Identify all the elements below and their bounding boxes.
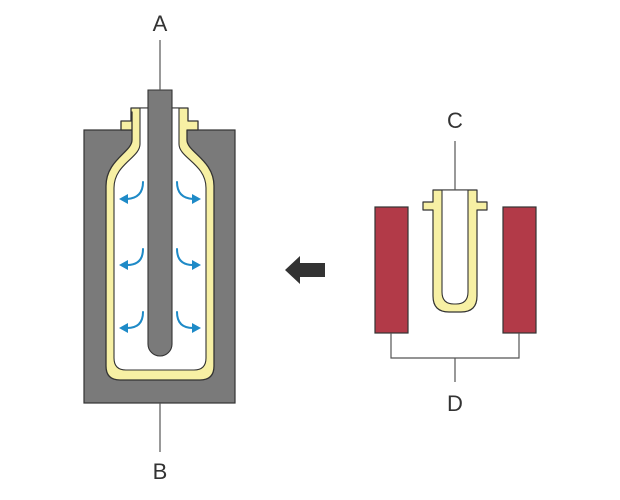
- preform-cavity: [441, 189, 469, 305]
- air-arrow-left-3: [126, 311, 144, 329]
- label-d: D: [447, 391, 463, 416]
- label-c: C: [447, 108, 463, 133]
- air-arrowhead-left-1: [119, 194, 128, 204]
- air-arrowhead-right-3: [192, 323, 201, 333]
- stretch-rod: [147, 89, 173, 357]
- process-direction-arrow: [285, 256, 325, 284]
- air-arrow-left-1: [126, 181, 144, 200]
- air-arrow-right-3: [176, 311, 194, 329]
- blow-mold-assembly: A B: [83, 11, 236, 484]
- air-flow-arrows: [126, 181, 194, 329]
- air-arrowhead-left-2: [119, 260, 128, 270]
- label-a: A: [153, 11, 168, 36]
- air-arrow-right-2: [176, 248, 194, 266]
- air-arrowhead-right-1: [192, 194, 201, 204]
- heater-right: [502, 206, 537, 334]
- air-arrow-left-2: [126, 248, 144, 266]
- heater-left: [374, 206, 409, 334]
- label-b: B: [153, 459, 168, 484]
- air-arrowhead-right-2: [192, 260, 201, 270]
- air-arrow-right-1: [176, 181, 194, 200]
- leader-line-d: [390, 333, 520, 382]
- air-arrowhead-left-3: [119, 323, 128, 333]
- heating-assembly: C D: [374, 108, 537, 416]
